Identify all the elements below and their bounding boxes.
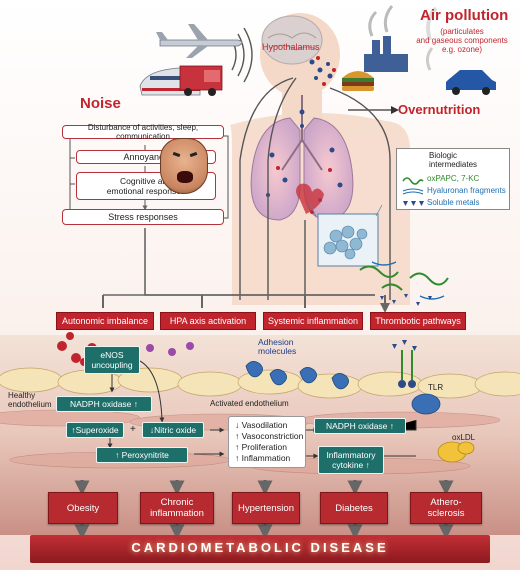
peroxynitrite-box: ↑ Peroxynitrite xyxy=(96,447,188,463)
nadph-oxidase-left: NADPH oxidase ↑ xyxy=(56,396,152,412)
truck-icon xyxy=(179,65,223,96)
oxpapc-icon xyxy=(402,177,424,185)
metals-icon xyxy=(403,201,424,206)
plus-sign: + xyxy=(130,424,136,435)
air-pollution-title: Air pollution xyxy=(420,7,509,24)
nitric-oxide-box: ↓Nitric oxide xyxy=(142,422,204,438)
outcome-atherosclerosis: Athero- sclerosis xyxy=(410,492,482,524)
pathway-hpa: HPA axis activation xyxy=(160,312,256,330)
legend-item-label: oxPAPC, 7-KC xyxy=(427,174,480,183)
pathway-autonomic: Autonomic imbalance xyxy=(56,312,154,330)
oxldl-label: oxLDL xyxy=(452,433,476,442)
legend-item-hyaluronan: Hyaluronan fragments xyxy=(401,186,511,197)
enos-box: eNOS uncoupling xyxy=(84,346,140,374)
healthy-endothelium-label: Healthy endothelium xyxy=(8,391,52,409)
legend-item-label: Hyaluronan fragments xyxy=(427,186,506,195)
legend-item-label: Soluble metals xyxy=(427,198,480,207)
hypothalamus-label: Hypothalamus xyxy=(262,42,320,52)
cytokine-box: Inflammatory cytokine ↑ xyxy=(318,446,384,474)
outcome-chronic-inflammation: Chronic inflammation xyxy=(140,492,214,524)
superoxide-box: ↑Superoxide xyxy=(66,422,124,438)
vaso-item: ↑ Vasoconstriction xyxy=(235,431,304,441)
legend-item-oxpapc: oxPAPC, 7-KC xyxy=(401,174,511,185)
footer-title: CARDIOMETABOLIC DISEASE xyxy=(131,540,389,555)
tlr-label: TLR xyxy=(428,383,444,392)
vaso-item: ↓ Vasodilation xyxy=(235,420,288,430)
pathway-thrombotic: Thrombotic pathways xyxy=(370,312,466,330)
burger-icon xyxy=(342,71,374,91)
factory-icon xyxy=(364,5,408,72)
pathway-inflammation: Systemic inflammation xyxy=(263,312,363,330)
legend-box: Biologic intermediates oxPAPC, 7-KC Hyal… xyxy=(396,148,510,210)
nadph-oxidase-right: NADPH oxidase ↑ xyxy=(314,418,406,434)
vaso-item: ↑ Proliferation xyxy=(235,442,287,452)
adhesion-label: Adhesion molecules xyxy=(258,337,297,357)
outcome-diabetes: Diabetes xyxy=(320,492,388,524)
angry-face-icon xyxy=(160,138,208,194)
overnutrition-label: Overnutrition xyxy=(398,102,481,117)
vaso-list-box: ↓ Vasodilation ↑ Vasoconstriction ↑ Prol… xyxy=(228,416,306,468)
noise-label: Noise xyxy=(80,95,121,112)
disturbance-box: Disturbance of activities, sleep, commun… xyxy=(62,123,224,141)
legend-title: Biologic intermediates xyxy=(429,151,478,169)
outcome-hypertension: Hypertension xyxy=(232,492,300,524)
stress-box: Stress responses xyxy=(62,209,224,225)
vaso-item: ↑ Inflammation xyxy=(235,453,291,463)
airplane-icon xyxy=(156,24,243,58)
cognitive-box: Cognitive and emotional responses xyxy=(76,172,216,200)
legend-item-metals: Soluble metals xyxy=(401,198,511,209)
air-pollution-subtitle: (particulates and gaseous components e.g… xyxy=(416,27,508,54)
hyaluronan-icon xyxy=(402,188,424,195)
car-icon xyxy=(425,47,496,95)
outcome-obesity: Obesity xyxy=(48,492,118,524)
activated-endothelium-label: Activated endothelium xyxy=(210,399,289,408)
